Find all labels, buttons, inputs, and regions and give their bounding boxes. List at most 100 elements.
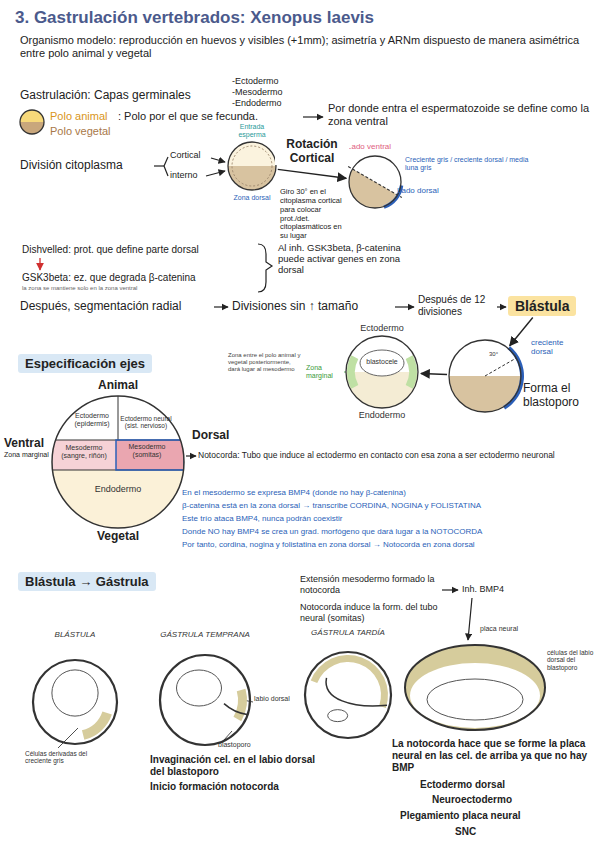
note-text: Este trío ataca BMP4, nunca podrán coexi… — [182, 514, 597, 523]
node-text: Forma el blastoporo — [523, 382, 595, 410]
note-text: Extensión mesodermo formado la notocorda — [300, 574, 442, 595]
node-text: blastocele — [360, 358, 404, 366]
note-text: Después, segmentación radial — [20, 299, 215, 313]
decoration-stroke — [164, 157, 168, 166]
decoration-stroke — [186, 455, 196, 456]
note-text: Zona entre el polo animal y vegetal post… — [228, 352, 304, 373]
embryo-figure: AnimalVegetalEctodermo (epidermis)Ectode… — [52, 396, 184, 528]
note-text: En el mesodermo se expresa BMP4 (donde n… — [182, 488, 597, 497]
embryo-figure: Lado ventralCreciente gris / creciente d… — [349, 156, 401, 208]
region: Ectodermo (epidermis) — [64, 412, 120, 438]
highlight-box: Especificación ejes — [18, 354, 152, 373]
note-text: Polo animal — [50, 110, 120, 123]
node-text: Endodermo — [82, 484, 154, 494]
note-text: Giro 30° en el citoplasma cortical para … — [280, 188, 346, 241]
note-text: GSK3beta: ez. que degrada β-catenina — [22, 272, 262, 284]
node-text: Animal — [88, 379, 148, 393]
note-text: : Polo por el que se fecunda. — [118, 110, 303, 123]
note-text: Dishvelled: prot. que define parte dorsa… — [22, 244, 262, 256]
note-text: División citoplasma — [20, 158, 160, 172]
note-text: Al inh. GSK3beta, β-catenina puede activ… — [278, 242, 408, 276]
note-text: Cortical — [170, 150, 220, 161]
node-text: Mesodermo (somitas) — [118, 443, 176, 459]
decoration-stroke — [303, 116, 323, 117]
embryo-figure: GÁSTRULA TEMPRANAlabio dorsalblastoporo — [160, 655, 250, 745]
node-text: Vegetal — [88, 530, 148, 544]
node-text: células del labio dorsal del blastoporo — [547, 649, 595, 671]
decoration-stroke — [442, 589, 458, 590]
embryo-figure: GÁSTRULA TARDÍA — [305, 652, 391, 738]
note-text: Invaginación cel. en el labio dorsal del… — [150, 754, 320, 778]
note-text: Gastrulación: Capas germinales — [20, 88, 230, 102]
shape-outline — [405, 645, 545, 730]
decoration-stroke — [497, 306, 506, 307]
embryo-figure: EctodermoEndodermoblastocele — [346, 336, 418, 408]
region: Mesodermo (somitas) — [118, 443, 176, 467]
note-text: Zona marginal — [4, 451, 50, 459]
note-text: Inh. BMP4 — [462, 584, 522, 595]
decoration-stroke — [20, 110, 44, 122]
node-text: Endodermo — [352, 410, 412, 420]
shape-outline — [228, 142, 276, 190]
shape-outline — [160, 655, 250, 745]
note-text: Zona marginal — [306, 364, 346, 381]
arrow-connector — [510, 318, 533, 346]
note-text: Por tanto, cordina, nogina y folistatina… — [182, 540, 597, 549]
note-text: interno — [170, 170, 220, 181]
note-text: Notocorda: Tubo que induce al ectodermo … — [198, 450, 596, 460]
region: Mesodermo (sangre, riñón) — [56, 444, 112, 468]
note-text: Divisiones sin ↑ tamaño — [232, 299, 397, 313]
note-text: Organismo modelo: reproducción en huevos… — [20, 34, 590, 60]
node-text: Creciente gris / creciente dorsal / medi… — [405, 156, 530, 172]
node-text: blastoporo — [218, 741, 268, 749]
note-text: Polo vegetal — [50, 125, 130, 138]
node-text: 30° — [489, 351, 509, 358]
decoration-stroke — [206, 171, 225, 176]
note-text: Neuroectodermo — [432, 794, 552, 806]
note-text: Ventral — [4, 436, 52, 450]
note-text: Plegamiento placa neural — [400, 810, 560, 822]
note-text: Dorsal — [192, 428, 252, 442]
node-text: Entrada esperma — [227, 123, 277, 139]
highlight-box: Blástula — [508, 296, 576, 316]
node-text: Lado ventral — [347, 142, 407, 151]
node-text: Ectodermo neural (sist. nervioso) — [120, 415, 172, 430]
note-text: Inicio formación notocorda — [150, 781, 320, 793]
node-text: Ectodermo (epidermis) — [64, 412, 120, 428]
shape-outline — [33, 660, 117, 744]
page-title: 3. Gastrulación vertebrados: Xenopus lae… — [15, 8, 374, 28]
note-text: -Mesodermo — [232, 87, 312, 98]
note-text: Notocorda induce la form. del tubo neura… — [300, 602, 465, 623]
embryo-figure: Entrada espermaZona dorsal — [228, 142, 276, 190]
arrow-connector — [421, 374, 447, 375]
region: Endodermo — [82, 484, 154, 502]
node-text: Ectodermo — [352, 323, 412, 333]
node-text: placa neural — [480, 625, 540, 633]
decoration-stroke — [258, 244, 272, 292]
node-text: labio dorsal — [254, 695, 294, 703]
note-text: -Ectodermo — [232, 76, 312, 87]
decoration-stroke — [20, 122, 44, 134]
zygote-icon — [20, 110, 44, 134]
note-text: la zona se mantiene solo en la zona vent… — [22, 285, 262, 292]
embryo-figure: placa neuralcélulas del labio dorsal del… — [405, 645, 545, 730]
node-text: Blástula — [515, 298, 569, 314]
decoration-stroke — [164, 166, 168, 176]
node-text: Mesodermo (sangre, riñón) — [56, 444, 112, 460]
note-text: Después de 12 divisiones — [418, 294, 498, 318]
highlight-box: Blástula → Gástrula — [18, 572, 156, 591]
note-text: Donde NO hay BMP4 se crea un grad. morfó… — [182, 527, 597, 536]
note-text: SNC — [455, 826, 495, 838]
arrow-connector — [278, 169, 346, 178]
node-text: Especificación ejes — [25, 356, 145, 371]
node-text: GÁSTRULA TARDÍA — [295, 628, 401, 637]
note-text: -Endodermo — [232, 98, 312, 109]
decoration-stroke — [154, 165, 164, 166]
note-text: Ectodermo dorsal — [420, 779, 540, 791]
shape-outline — [305, 652, 391, 738]
node-text: Zona dorsal — [222, 194, 282, 202]
decoration-stroke — [20, 110, 44, 134]
region: Ectodermo neural (sist. nervioso) — [120, 415, 172, 439]
shape-outline — [449, 340, 521, 412]
node-text: Células derivadas del creciente gris — [25, 750, 115, 765]
